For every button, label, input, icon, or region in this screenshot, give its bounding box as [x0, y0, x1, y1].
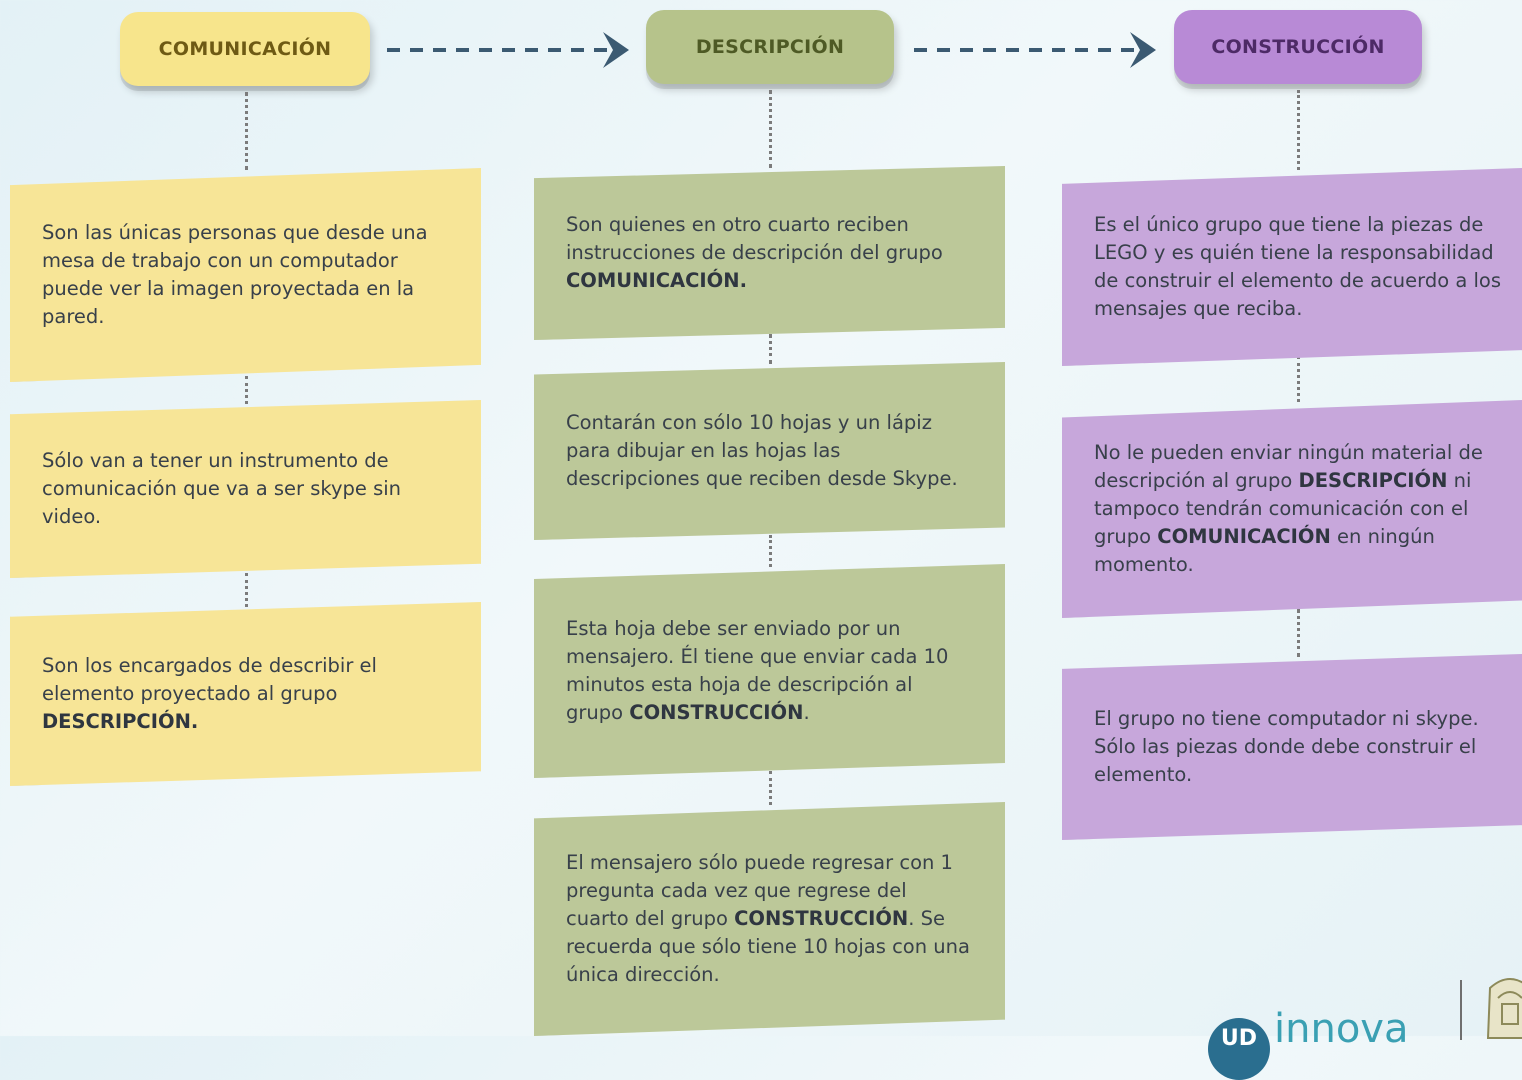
card-construccion-2: No le pueden enviar ningún material de d… [1062, 400, 1522, 618]
card-text: Es el único grupo que tiene la piezas de… [1094, 213, 1501, 320]
card-text: El mensajero sólo puede regresar con 1 p… [566, 851, 970, 986]
ud-logo: UD [1208, 1018, 1270, 1080]
connector-line [245, 573, 248, 607]
card-text: Esta hoja debe ser enviado por un mensaj… [566, 617, 949, 724]
arrow-right-icon [914, 32, 1156, 68]
header-construccion: CONSTRUCCIÓN [1174, 10, 1422, 84]
card-comunicacion-2: Sólo van a tener un instrumento de comun… [10, 400, 481, 578]
card-comunicacion-1: Son las únicas personas que desde una me… [10, 168, 481, 382]
card-descripcion-3: Esta hoja debe ser enviado por un mensaj… [534, 564, 1005, 778]
card-construccion-1: Es el único grupo que tiene la piezas de… [1062, 168, 1522, 366]
connector-line [1297, 356, 1300, 402]
connector-line [769, 90, 772, 168]
card-construccion-3: El grupo no tiene computador ni skype. S… [1062, 654, 1522, 840]
header-comunicacion: COMUNICACIÓN [120, 12, 370, 86]
card-comunicacion-3: Son los encargados de describir el eleme… [10, 602, 481, 786]
footer-logos: UD innova [1200, 960, 1522, 1080]
connector-line [245, 376, 248, 404]
logo-divider [1460, 980, 1462, 1040]
card-text: No le pueden enviar ningún material de d… [1094, 441, 1483, 576]
card-text: Contarán con sólo 10 hojas y un lápiz pa… [566, 411, 958, 490]
connector-line [1297, 609, 1300, 657]
card-descripcion-1: Son quienes en otro cuarto reciben instr… [534, 166, 1005, 340]
card-text: El grupo no tiene computador ni skype. S… [1094, 707, 1479, 786]
card-descripcion-2: Contarán con sólo 10 hojas y un lápiz pa… [534, 362, 1005, 540]
card-text: Son los encargados de describir el eleme… [42, 654, 377, 733]
connector-line [769, 535, 772, 567]
card-text: Son quienes en otro cuarto reciben instr… [566, 213, 943, 292]
card-descripcion-4: El mensajero sólo puede regresar con 1 p… [534, 802, 1005, 1036]
header-descripcion: DESCRIPCIÓN [646, 10, 894, 84]
connector-line [769, 334, 772, 364]
university-seal-icon [1486, 978, 1522, 1039]
arrow-right-icon [387, 32, 629, 68]
connector-line [245, 92, 248, 170]
innova-wordmark: innova [1274, 1006, 1409, 1052]
connector-line [769, 771, 772, 805]
connector-line [1297, 90, 1300, 170]
card-text: Sólo van a tener un instrumento de comun… [42, 449, 402, 528]
card-text: Son las únicas personas que desde una me… [42, 221, 428, 328]
